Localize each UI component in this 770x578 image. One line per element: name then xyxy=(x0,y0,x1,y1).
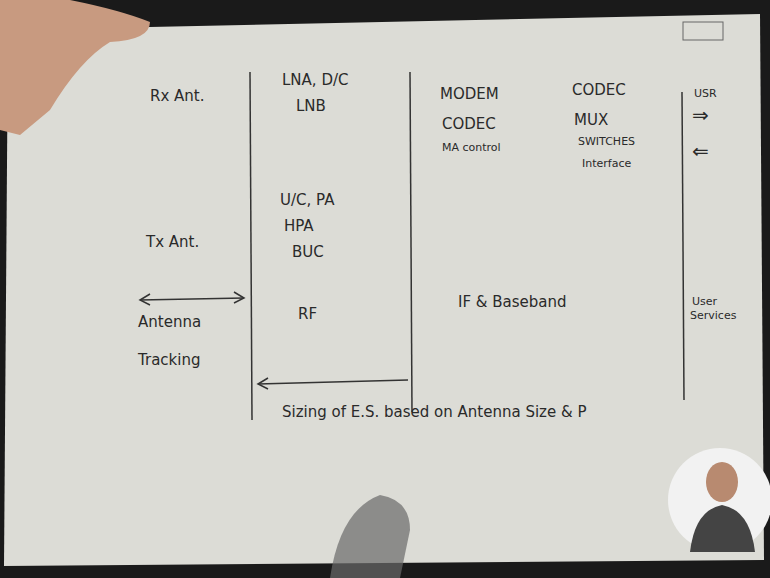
arrow-head xyxy=(140,294,150,305)
arrow-head xyxy=(234,292,244,303)
pen-shadow xyxy=(330,495,410,578)
handwritten-label: LNB xyxy=(296,98,326,115)
handwritten-label: Interface xyxy=(582,158,631,170)
handwritten-label: ⇐ xyxy=(692,140,709,162)
paper-sheet xyxy=(4,14,764,566)
handwritten-label: Tx Ant. xyxy=(146,234,199,251)
handwritten-label: CODEC xyxy=(442,116,496,133)
presenter-inset xyxy=(668,448,770,552)
column-divider xyxy=(250,72,252,420)
handwritten-label: IF & Baseband xyxy=(458,294,567,311)
span-arrow xyxy=(258,380,408,384)
handwritten-label: USR xyxy=(694,88,717,100)
handwritten-label: ⇒ xyxy=(692,104,709,126)
handwritten-label: MA control xyxy=(442,142,501,154)
presenter-body xyxy=(690,505,755,552)
column-divider xyxy=(682,92,684,400)
handwritten-label: U/C, PA xyxy=(280,192,334,209)
handwritten-label: SWITCHES xyxy=(578,136,635,148)
stamp-box xyxy=(683,22,723,40)
presenter-head xyxy=(706,462,738,502)
arrow-head xyxy=(258,378,268,389)
handwritten-label: MODEM xyxy=(440,86,499,103)
hand xyxy=(0,0,150,135)
handwritten-label: Sizing of E.S. based on Antenna Size & P xyxy=(282,404,586,421)
handwritten-label: LNA, D/C xyxy=(282,72,348,89)
handwritten-label: Tracking xyxy=(138,352,200,369)
double-arrow xyxy=(140,298,244,300)
handwritten-label: MUX xyxy=(574,112,608,129)
column-divider xyxy=(410,72,412,412)
handwritten-label: Services xyxy=(690,310,736,322)
handwritten-label: CODEC xyxy=(572,82,626,99)
handwritten-label: HPA xyxy=(284,218,314,235)
handwritten-label: RF xyxy=(298,306,317,323)
handwritten-label: User xyxy=(692,296,717,308)
handwritten-label: Rx Ant. xyxy=(150,88,205,105)
handwritten-label: Antenna xyxy=(138,314,201,331)
handwritten-label: BUC xyxy=(292,244,324,261)
